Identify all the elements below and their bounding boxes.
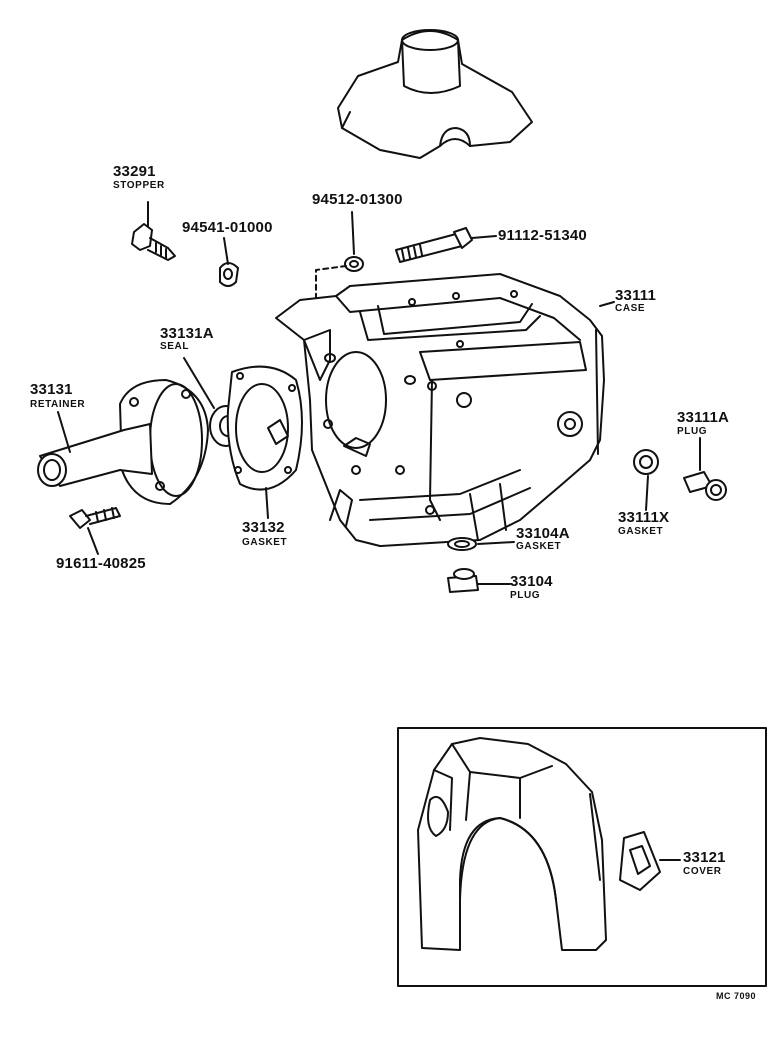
catalog-code: MC 7090 — [716, 991, 757, 1001]
part-name-seal: SEAL — [160, 341, 190, 352]
part-name-gasket: GASKET — [516, 541, 562, 552]
part-name-plug: PLUG — [510, 590, 541, 601]
spring-washer-part — [315, 211, 364, 301]
part-number-91611-40825: 91611-40825 — [56, 555, 146, 572]
part-name-gasket: GASKET — [618, 526, 664, 537]
plug-gasket-part — [633, 449, 659, 511]
part-number-33121: 33121 — [683, 849, 726, 866]
retainer-bolt-part — [69, 507, 121, 555]
upper-cover-part — [337, 29, 533, 159]
part-number-33131: 33131 — [30, 381, 73, 398]
part-name-cover: COVER — [683, 866, 722, 877]
part-number-94512-01300: 94512-01300 — [312, 191, 403, 208]
part-name-gasket: GASKET — [242, 537, 288, 548]
drain-plug-gasket-part — [447, 537, 515, 551]
part-number-33111X: 33111X — [618, 509, 670, 526]
retainer-part — [37, 379, 209, 505]
drain-plug-part — [683, 437, 727, 501]
part-number-33132: 33132 — [242, 519, 285, 536]
lock-washer-part — [219, 237, 239, 287]
part-name-retainer: RETAINER — [30, 399, 86, 410]
part-number-33104A: 33104A — [516, 525, 570, 542]
transmission-case-part — [275, 273, 615, 547]
part-number-33131A: 33131A — [160, 325, 214, 342]
part-number-33111: 33111 — [615, 287, 657, 304]
part-name-plug: PLUG — [677, 426, 708, 437]
stopper-part — [131, 201, 176, 261]
inset-frame — [397, 727, 767, 987]
clutch-housing-part — [417, 737, 607, 951]
retainer-gasket-part — [226, 365, 303, 519]
part-number-33291: 33291 — [113, 163, 156, 180]
bolt-part — [395, 227, 497, 263]
part-number-33104: 33104 — [510, 573, 553, 590]
part-name-stopper: STOPPER — [113, 180, 165, 191]
part-number-33111A: 33111A — [677, 409, 730, 426]
part-number-91112-51340: 91112-51340 — [498, 227, 587, 244]
part-number-94541-01000: 94541-01000 — [182, 219, 273, 236]
small-cover-part — [619, 831, 681, 891]
fill-plug-part — [447, 568, 511, 593]
part-name-case: CASE — [615, 303, 646, 314]
